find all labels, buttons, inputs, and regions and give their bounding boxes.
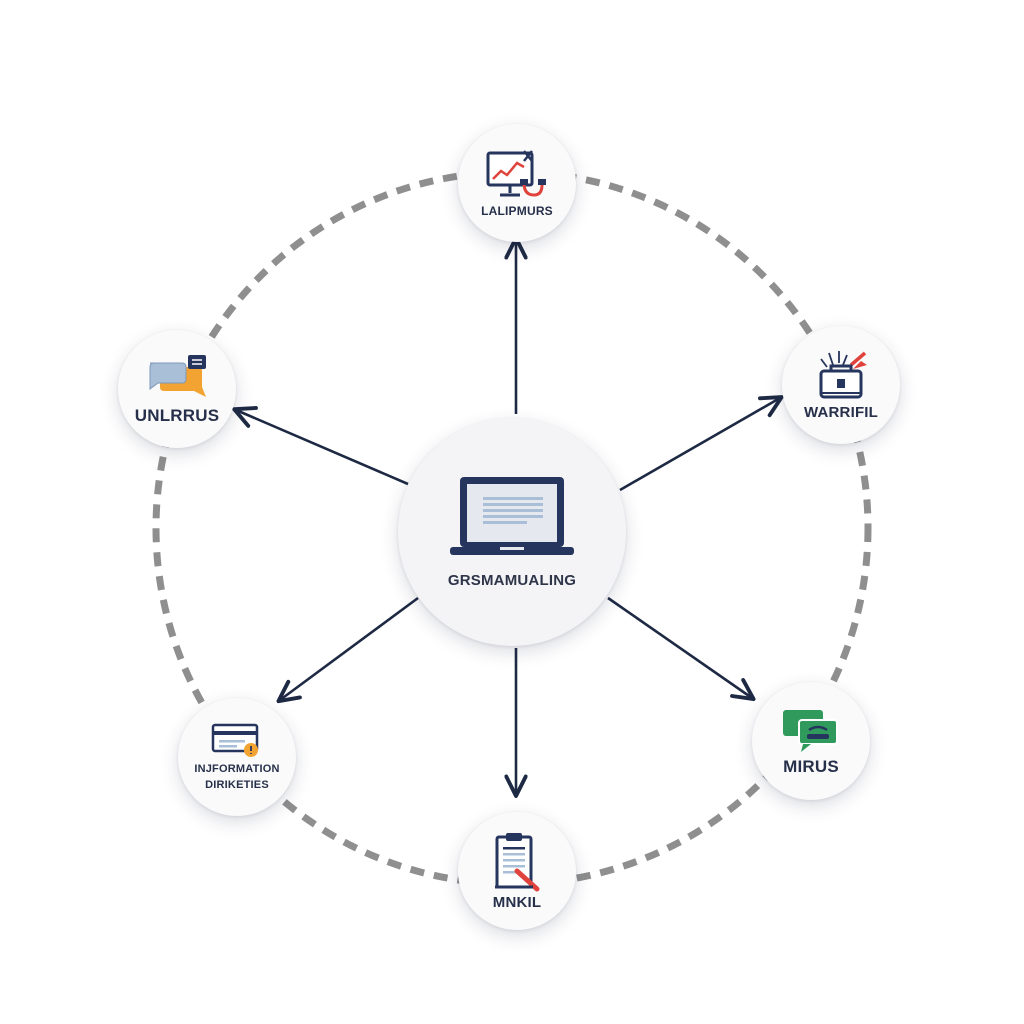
- arrow-to-upleft: [232, 406, 409, 486]
- node-lowright: MIRUS: [752, 682, 870, 800]
- green-chat-icon: [783, 709, 838, 752]
- id-card-icon: [211, 723, 259, 757]
- node-lowleft: INJFORMATION DIRIKETIES: [178, 698, 296, 816]
- clipboard-icon: [495, 832, 540, 892]
- node-lowright-label: MIRUS: [783, 756, 839, 776]
- toolbox-icon: [819, 350, 867, 399]
- node-upright: WARRIFIL: [782, 326, 900, 444]
- arrow-to-lowright: [607, 596, 756, 702]
- node-top: LALIPMURS: [458, 124, 576, 242]
- node-lowleft-label-2: DIRIKETIES: [205, 779, 269, 791]
- node-upleft-label: UNLRRUS: [134, 405, 220, 425]
- node-bottom-label: MNKIL: [492, 893, 542, 911]
- chat-bubbles-icon: [149, 354, 206, 397]
- node-top-label: LALIPMURS: [481, 204, 553, 219]
- node-lowleft-label-1: INJFORMATION: [194, 762, 280, 775]
- monitor-chart-icon: [486, 150, 546, 197]
- laptop-icon: [450, 476, 574, 555]
- node-upleft: UNLRRUS: [118, 330, 236, 448]
- arrow-to-lowleft: [276, 596, 419, 704]
- center-node-label: GRSMAMUALING: [447, 571, 577, 589]
- node-upright-label: WARRIFIL: [803, 403, 879, 421]
- arrow-to-upright: [619, 395, 784, 492]
- node-bottom: MNKIL: [458, 812, 576, 930]
- center-node: GRSMAMUALING: [398, 418, 626, 646]
